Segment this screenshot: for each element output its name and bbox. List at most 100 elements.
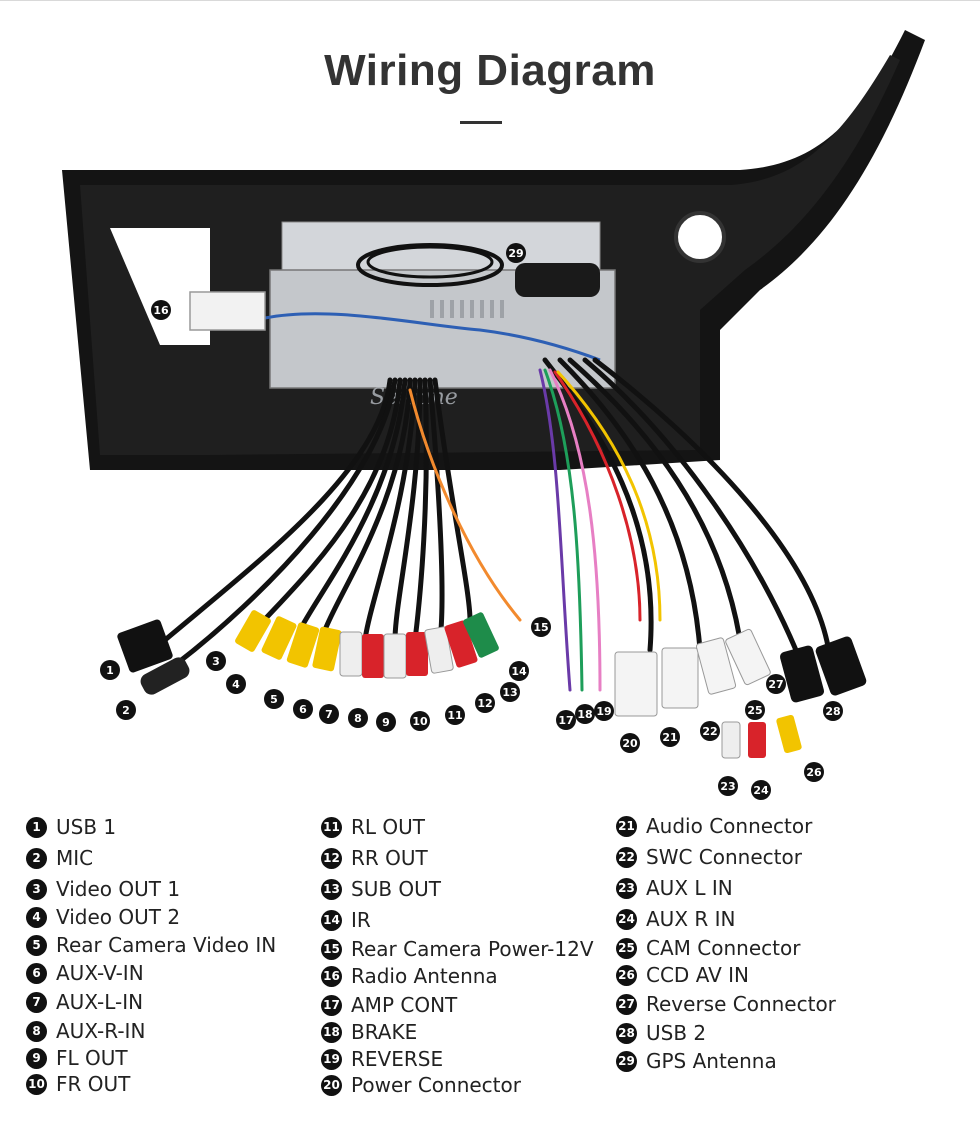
legend-item-cam-connector: 25 CAM Connector bbox=[616, 935, 800, 961]
wiring-illustration: Seicane bbox=[62, 30, 925, 800]
harness-colored bbox=[408, 368, 662, 692]
legend-label: SWC Connector bbox=[646, 845, 802, 869]
legend-label: USB 1 bbox=[56, 815, 117, 839]
legend-badge: 18 bbox=[321, 1021, 342, 1043]
legend-badge: 23 bbox=[616, 877, 637, 899]
page-title: Wiring Diagram bbox=[324, 46, 656, 95]
svg-text:6: 6 bbox=[299, 703, 307, 716]
legend-label: CAM Connector bbox=[646, 936, 801, 960]
legend-badge: 20 bbox=[321, 1074, 342, 1096]
svg-text:26: 26 bbox=[806, 766, 822, 779]
legend-item-mic: 2 MIC bbox=[26, 845, 93, 871]
legend-badge: 15 bbox=[321, 938, 342, 960]
marker-5: 5 bbox=[264, 689, 284, 709]
frame-cutout bbox=[110, 228, 210, 345]
title-underline bbox=[460, 121, 502, 124]
legend-badge: 2 bbox=[26, 847, 47, 869]
legend-badge: 16 bbox=[321, 965, 342, 987]
legend-label: AMP CONT bbox=[351, 993, 458, 1017]
legend-label: Video OUT 1 bbox=[56, 877, 181, 901]
svg-text:17: 17 bbox=[558, 714, 573, 727]
marker-28: 28 bbox=[823, 701, 843, 721]
legend-label: AUX-R-IN bbox=[56, 1019, 146, 1043]
legend-label: REVERSE bbox=[351, 1047, 444, 1071]
marker-8: 8 bbox=[348, 708, 368, 728]
marker-29: 29 bbox=[506, 243, 526, 263]
marker-3: 3 bbox=[206, 651, 226, 671]
legend-badge: 13 bbox=[321, 878, 342, 900]
legend-item-brake: 18 BRAKE bbox=[321, 1019, 417, 1045]
svg-text:20: 20 bbox=[622, 737, 638, 750]
legend-badge: 21 bbox=[616, 815, 637, 837]
legend-label: FR OUT bbox=[56, 1072, 131, 1096]
legend-label: AUX R IN bbox=[646, 907, 736, 931]
legend-label: CCD AV IN bbox=[646, 963, 749, 987]
svg-text:12: 12 bbox=[477, 697, 492, 710]
legend-badge: 26 bbox=[616, 964, 637, 986]
svg-text:25: 25 bbox=[747, 704, 762, 717]
frame-hole bbox=[674, 211, 726, 263]
legend-label: BRAKE bbox=[351, 1020, 418, 1044]
top-divider bbox=[0, 0, 980, 1]
marker-12: 12 bbox=[475, 693, 495, 713]
marker-25: 25 bbox=[745, 700, 765, 720]
legend-label: RR OUT bbox=[351, 846, 428, 870]
svg-text:28: 28 bbox=[825, 705, 840, 718]
svg-text:9: 9 bbox=[382, 716, 390, 729]
legend-label: Power Connector bbox=[351, 1073, 521, 1097]
marker-22: 22 bbox=[700, 721, 720, 741]
svg-text:19: 19 bbox=[596, 705, 611, 718]
svg-text:18: 18 bbox=[577, 708, 592, 721]
marker-19: 19 bbox=[594, 701, 614, 721]
legend-label: Video OUT 2 bbox=[56, 905, 181, 929]
legend-badge: 11 bbox=[321, 816, 342, 838]
legend-badge: 8 bbox=[26, 1020, 47, 1042]
svg-text:4: 4 bbox=[232, 678, 240, 691]
svg-text:2: 2 bbox=[122, 704, 130, 717]
legend-label: Rear Camera Video IN bbox=[56, 933, 277, 957]
legend-label: FL OUT bbox=[56, 1046, 128, 1070]
marker-13: 13 bbox=[500, 682, 520, 702]
legend-badge: 7 bbox=[26, 991, 47, 1013]
marker-11: 11 bbox=[445, 705, 465, 725]
marker-10: 10 bbox=[410, 711, 430, 731]
marker-6: 6 bbox=[293, 699, 313, 719]
marker-15: 15 bbox=[531, 617, 551, 637]
legend-label: GPS Antenna bbox=[646, 1049, 777, 1073]
marker-26: 26 bbox=[804, 762, 824, 782]
harness-black bbox=[162, 357, 833, 668]
legend-badge: 25 bbox=[616, 937, 637, 959]
svg-text:21: 21 bbox=[662, 731, 677, 744]
legend-label: AUX-L-IN bbox=[56, 990, 144, 1014]
gps-cable-coil bbox=[356, 243, 504, 287]
legend-item-power-connector: 20 Power Connector bbox=[321, 1072, 521, 1098]
legend-label: AUX-V-IN bbox=[56, 961, 144, 985]
svg-text:1: 1 bbox=[106, 664, 114, 677]
svg-text:27: 27 bbox=[768, 678, 783, 691]
radio-antenna-cable bbox=[264, 312, 601, 362]
svg-text:5: 5 bbox=[270, 693, 278, 706]
legend-item-ccd-av-in: 26 CCD AV IN bbox=[616, 962, 749, 988]
legend-badge: 27 bbox=[616, 993, 637, 1015]
legend-label: USB 2 bbox=[646, 1021, 707, 1045]
svg-text:11: 11 bbox=[447, 709, 462, 722]
marker-14: 14 bbox=[509, 661, 529, 681]
marker-7: 7 bbox=[319, 704, 339, 724]
svg-text:13: 13 bbox=[502, 686, 517, 699]
legend-label: Rear Camera Power-12V bbox=[351, 937, 594, 961]
legend-label: MIC bbox=[56, 846, 94, 870]
legend-item-rear-camera-power: 15 Rear Camera Power-12V bbox=[321, 936, 594, 962]
